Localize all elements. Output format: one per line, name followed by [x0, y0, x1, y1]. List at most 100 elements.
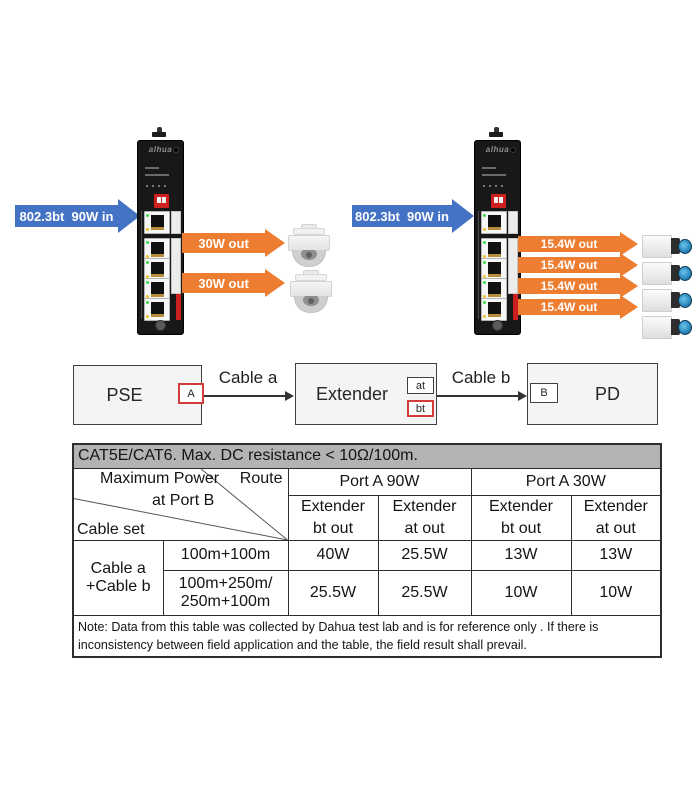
rj45-port-poe-out	[144, 238, 170, 261]
row-group-label: Cable a +Cable b	[72, 539, 164, 616]
power-out-label: 15.4W out	[540, 237, 598, 251]
bullet-camera	[642, 234, 692, 258]
port-a-label: A	[187, 387, 195, 400]
top-connector	[489, 132, 503, 137]
port-b-label: B	[540, 387, 548, 399]
cable-a-line	[204, 395, 286, 397]
arrow-head-icon	[118, 199, 140, 233]
power-out-label: 15.4W out	[540, 258, 598, 272]
extender-bt-label: bt	[415, 402, 426, 415]
led-indicators	[146, 185, 166, 187]
corner-at-port-b-label: at Port B	[152, 491, 215, 509]
arrow-head-icon	[620, 232, 638, 256]
group-header-port-a-30w: Port A 30W	[470, 467, 662, 496]
value-cell: 25.5W	[377, 569, 472, 616]
power-budget-table: CAT5E/CAT6. Max. DC resistance < 10Ω/100…	[72, 443, 663, 658]
port-b-box: B	[530, 383, 558, 403]
arrow-head-icon	[620, 295, 638, 319]
value-cell: 13W	[570, 539, 662, 571]
mount-hole	[510, 147, 516, 153]
value-cell: 10W	[470, 569, 572, 616]
table-note: Note: Data from this table was collected…	[72, 614, 662, 658]
dahua-logo: alhua	[485, 145, 510, 154]
port-label-strip	[171, 238, 181, 294]
power-out-label: 30W out	[198, 235, 249, 251]
poe-extender-device-right: alhua	[474, 127, 521, 335]
red-stripe	[513, 294, 518, 320]
bullet-camera	[642, 288, 692, 312]
arrow-head-icon	[452, 199, 474, 233]
power-in-label-right: 802.3bt 90W in	[355, 208, 449, 224]
value-cell: 25.5W	[287, 569, 379, 616]
column-header: Extender bt out	[470, 494, 572, 541]
cable-b-label: Cable b	[451, 368, 511, 387]
arrow-head-icon	[285, 391, 294, 401]
power-out-arrow: 15.4W out	[518, 295, 638, 319]
group-header-port-a-90w: Port A 90W	[287, 467, 472, 496]
column-header: Extender at out	[377, 494, 472, 541]
top-connector	[152, 132, 166, 137]
label-bar	[145, 167, 159, 169]
power-out-arrow: 15.4W out	[518, 253, 638, 277]
rj45-port-poe-in	[481, 211, 507, 234]
rj45-port-poe-out	[481, 258, 507, 281]
screw-icon	[155, 320, 166, 331]
port-label-strip	[508, 238, 518, 294]
rj45-port-poe-out	[144, 258, 170, 281]
led-indicators	[483, 185, 503, 187]
label-bar	[482, 167, 496, 169]
power-out-label: 15.4W out	[540, 300, 598, 314]
dahua-logo: alhua	[148, 145, 173, 154]
column-header: Extender bt out	[287, 494, 379, 541]
extender-bt-port-box: bt	[407, 400, 434, 417]
extender-at-label: at	[415, 379, 426, 392]
label-bar	[482, 174, 506, 176]
power-in-label-left: 802.3bt 90W in	[19, 208, 114, 224]
dome-camera	[290, 270, 332, 313]
ground-terminal-icon	[494, 127, 499, 133]
arrow-head-icon	[265, 269, 285, 297]
red-stripe	[176, 294, 181, 320]
rj45-port-poe-out	[481, 298, 507, 321]
power-in-arrow-right: 802.3bt 90W in	[352, 199, 474, 233]
corner-cable-set-label: Cable set	[77, 520, 145, 538]
corner-maximum-power-label: Maximum Power	[100, 469, 220, 487]
dome-camera	[288, 224, 330, 267]
panel-divider	[478, 211, 479, 319]
value-cell: 13W	[470, 539, 572, 571]
arrow-head-icon	[265, 229, 285, 257]
rj45-port-poe-out	[144, 298, 170, 321]
cable-a-label: Cable a	[218, 368, 278, 387]
ground-terminal-icon	[157, 127, 162, 133]
value-cell: 10W	[570, 569, 662, 616]
dip-switch	[154, 194, 169, 208]
power-out-label: 15.4W out	[540, 279, 598, 293]
extender-at-port-box: at	[407, 377, 434, 394]
power-in-arrow-left: 802.3bt 90W in	[15, 199, 140, 233]
rj45-port-poe-out	[481, 238, 507, 261]
power-out-arrow: 15.4W out	[518, 274, 638, 298]
arrow-head-icon	[518, 391, 527, 401]
power-out-arrow: 15.4W out	[518, 232, 638, 256]
poe-extender-device-left: alhua	[137, 127, 184, 335]
port-label-strip	[508, 211, 518, 234]
dip-switch	[491, 194, 506, 208]
bullet-camera	[642, 261, 692, 285]
value-cell: 25.5W	[377, 539, 472, 571]
screw-icon	[492, 320, 503, 331]
diagonal-divider-icon	[74, 468, 288, 540]
route-cell: 100m+250m/ 250m+100m	[162, 569, 289, 616]
route-cell: 100m+100m	[162, 539, 289, 571]
pse-label: PSE	[106, 384, 143, 405]
table-corner-cell: Maximum Power Route at Port B Cable set	[72, 467, 289, 541]
corner-route-label: Route	[239, 469, 283, 487]
cable-b-line	[437, 395, 519, 397]
rj45-port-poe-out	[481, 278, 507, 301]
column-header: Extender at out	[570, 494, 662, 541]
port-a-box: A	[178, 383, 204, 404]
arrow-head-icon	[620, 253, 638, 277]
mount-hole	[173, 147, 179, 153]
table-title: CAT5E/CAT6. Max. DC resistance < 10Ω/100…	[72, 443, 662, 469]
power-out-arrow: 30W out	[182, 229, 285, 257]
